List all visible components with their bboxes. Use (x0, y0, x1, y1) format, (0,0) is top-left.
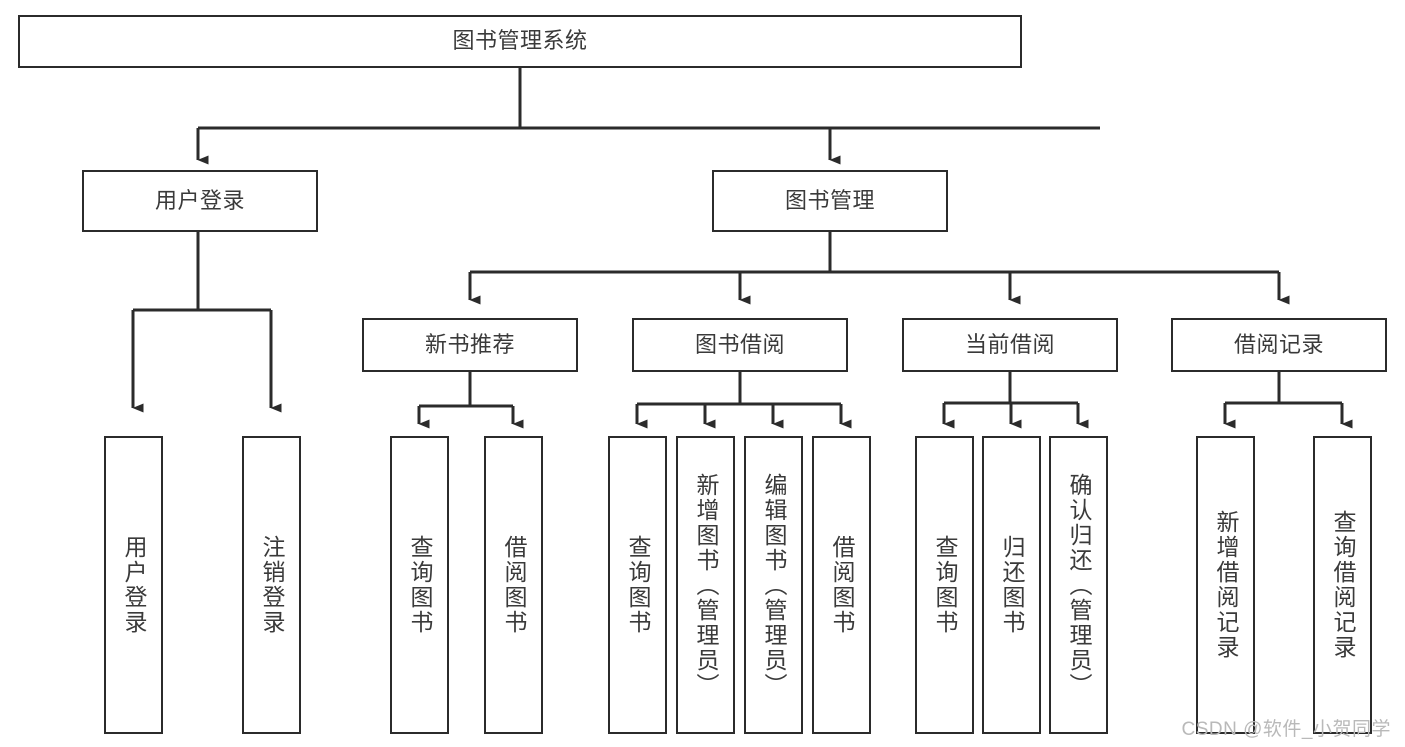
leaf-confirm-return[interactable]: 确认归还（管理员） (1049, 436, 1108, 734)
node-current-borrow[interactable]: 当前借阅 (902, 318, 1118, 372)
leaf-query-borrow-record-label: 查询借阅记录 (1330, 510, 1356, 660)
csdn-watermark: CSDN @软件_小贺同学 (1181, 719, 1391, 740)
leaf-borrow-book-2-label: 借阅图书 (829, 535, 855, 635)
leaf-query-borrow-record[interactable]: 查询借阅记录 (1313, 436, 1372, 734)
node-book-management-label: 图书管理 (784, 187, 875, 213)
leaf-edit-book[interactable]: 编辑图书（管理员） (744, 436, 803, 734)
leaf-query-book-1[interactable]: 查询图书 (390, 436, 449, 734)
leaf-confirm-return-label: 确认归还（管理员） (1066, 472, 1092, 698)
leaf-query-book-1-label: 查询图书 (407, 535, 433, 635)
node-current-borrow-label: 当前借阅 (964, 331, 1055, 357)
leaf-query-book-2[interactable]: 查询图书 (608, 436, 667, 734)
leaf-query-book-3[interactable]: 查询图书 (915, 436, 974, 734)
leaf-borrow-book-2[interactable]: 借阅图书 (812, 436, 871, 734)
node-root-label: 图书管理系统 (452, 28, 588, 54)
node-root[interactable]: 图书管理系统 (18, 15, 1022, 68)
node-borrow-record-label: 借阅记录 (1233, 331, 1324, 357)
node-book-borrow[interactable]: 图书借阅 (632, 318, 848, 372)
node-new-book-recommend-label: 新书推荐 (424, 331, 515, 357)
leaf-borrow-book-1[interactable]: 借阅图书 (484, 436, 543, 734)
node-user-login[interactable]: 用户登录 (82, 170, 318, 232)
node-book-management[interactable]: 图书管理 (712, 170, 948, 232)
leaf-add-book-label: 新增图书（管理员） (693, 472, 719, 698)
leaf-return-book[interactable]: 归还图书 (982, 436, 1041, 734)
leaf-add-book[interactable]: 新增图书（管理员） (676, 436, 735, 734)
leaf-user-login-label: 用户登录 (121, 535, 147, 635)
node-user-login-label: 用户登录 (154, 187, 245, 213)
leaf-query-book-2-label: 查询图书 (625, 535, 651, 635)
node-book-borrow-label: 图书借阅 (694, 331, 785, 357)
leaf-borrow-book-1-label: 借阅图书 (501, 535, 527, 635)
leaf-return-book-label: 归还图书 (999, 535, 1025, 635)
node-borrow-record[interactable]: 借阅记录 (1171, 318, 1387, 372)
node-new-book-recommend[interactable]: 新书推荐 (362, 318, 578, 372)
leaf-logout[interactable]: 注销登录 (242, 436, 301, 734)
leaf-edit-book-label: 编辑图书（管理员） (761, 472, 787, 698)
leaf-add-borrow-record[interactable]: 新增借阅记录 (1196, 436, 1255, 734)
leaf-query-book-3-label: 查询图书 (932, 535, 958, 635)
leaf-add-borrow-record-label: 新增借阅记录 (1213, 510, 1239, 660)
leaf-user-login[interactable]: 用户登录 (104, 436, 163, 734)
leaf-logout-label: 注销登录 (259, 535, 285, 635)
